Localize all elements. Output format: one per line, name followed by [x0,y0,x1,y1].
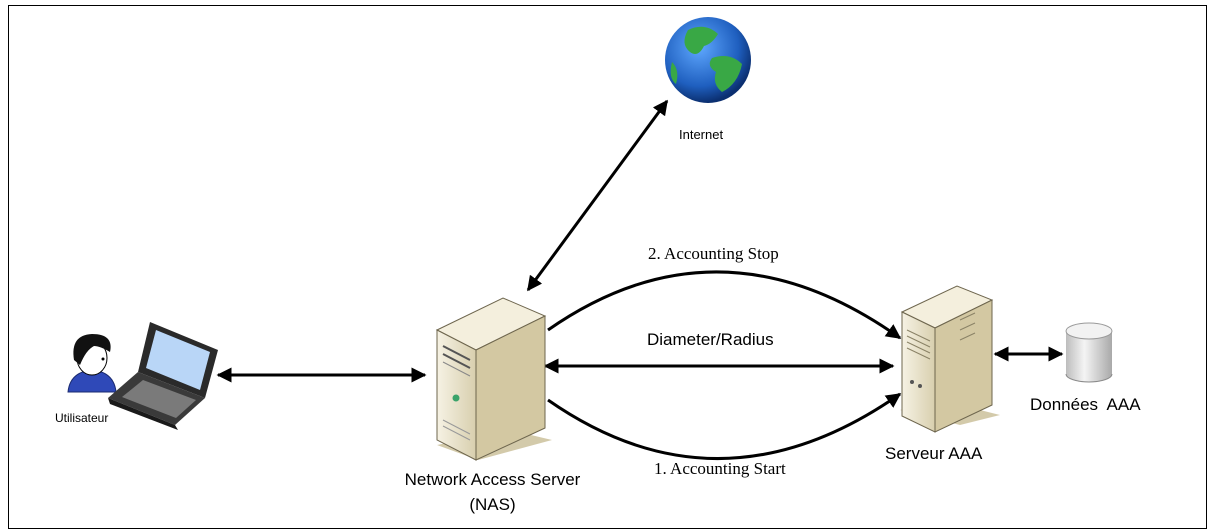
nas-label-line2: (NAS) [469,495,516,514]
aaa-server-label: Serveur AAA [885,444,983,463]
edge-accounting-stop [547,270,902,340]
globe-icon [665,17,751,103]
laptop-icon [108,322,218,430]
accounting-start-label: 1. Accounting Start [654,459,786,478]
internet-label: Internet [679,127,724,142]
diagram-frame [8,5,1207,529]
edge-accounting-start [547,392,902,461]
diameter-radius-label: Diameter/Radius [647,330,774,349]
edge-nas-internet [526,99,669,292]
user-icon [67,334,117,393]
aaa-data-label: Données AAA [1030,395,1141,414]
nas-label-line1: Network Access Server [404,470,581,489]
nas-label: Network Access Server (NAS) [379,467,606,517]
accounting-stop-label: 2. Accounting Stop [648,244,779,263]
database-icon [1065,322,1113,383]
nas-server-icon [435,297,552,461]
user-label: Utilisateur [55,411,109,425]
aaa-server-icon [900,285,1000,433]
